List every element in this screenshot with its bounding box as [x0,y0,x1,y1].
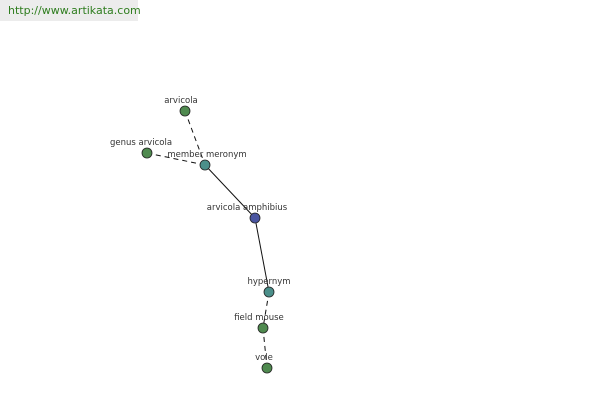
node-label-hypernym[interactable]: hypernym [247,277,290,287]
node-arvicola[interactable]: arvicola [164,96,198,117]
node-circle-hypernym[interactable] [263,286,275,298]
edges-layer [146,110,270,369]
node-circle-member-meronym[interactable] [199,159,211,171]
node-arvicola-amphibius[interactable]: arvicola amphibius [207,203,288,224]
nodes-layer: arvicola genus arvicola member meronym arvi… [110,96,291,374]
node-label-vole[interactable]: vole [255,353,273,363]
edge-hypernym-to-field-mouse [262,291,270,329]
node-circle-arvicola[interactable] [179,105,191,117]
node-label-genus-arvicola[interactable]: genus arvicola [110,138,172,148]
edge-arvicola-to-member-meronym [184,110,206,166]
node-vole[interactable]: vole [255,353,273,374]
node-label-member-meronym[interactable]: member meronym [167,150,246,160]
edge-arvicola-amphibius-to-hypernym [254,217,270,293]
node-label-arvicola[interactable]: arvicola [164,96,198,106]
node-hypernym[interactable]: hypernym [247,277,291,298]
node-circle-vole[interactable] [261,362,273,374]
node-genus-arvicola[interactable]: genus arvicola [110,138,172,159]
node-label-field-mouse[interactable]: field mouse [234,313,284,323]
node-label-arvicola-amphibius[interactable]: arvicola amphibius [207,203,288,213]
edge-genus-arvicola-to-member-meronym [146,152,206,166]
node-circle-arvicola-amphibius[interactable] [249,212,261,224]
site-url-banner[interactable]: http://www.artikata.com [0,0,141,21]
node-member-meronym[interactable]: member meronym [167,150,247,171]
edge-member-meronym-to-arvicola-amphibius [204,164,256,219]
node-field-mouse[interactable]: field mouse [234,313,284,334]
node-circle-field-mouse[interactable] [257,322,269,334]
edge-field-mouse-to-vole [262,327,268,369]
node-circle-genus-arvicola[interactable] [141,147,153,159]
